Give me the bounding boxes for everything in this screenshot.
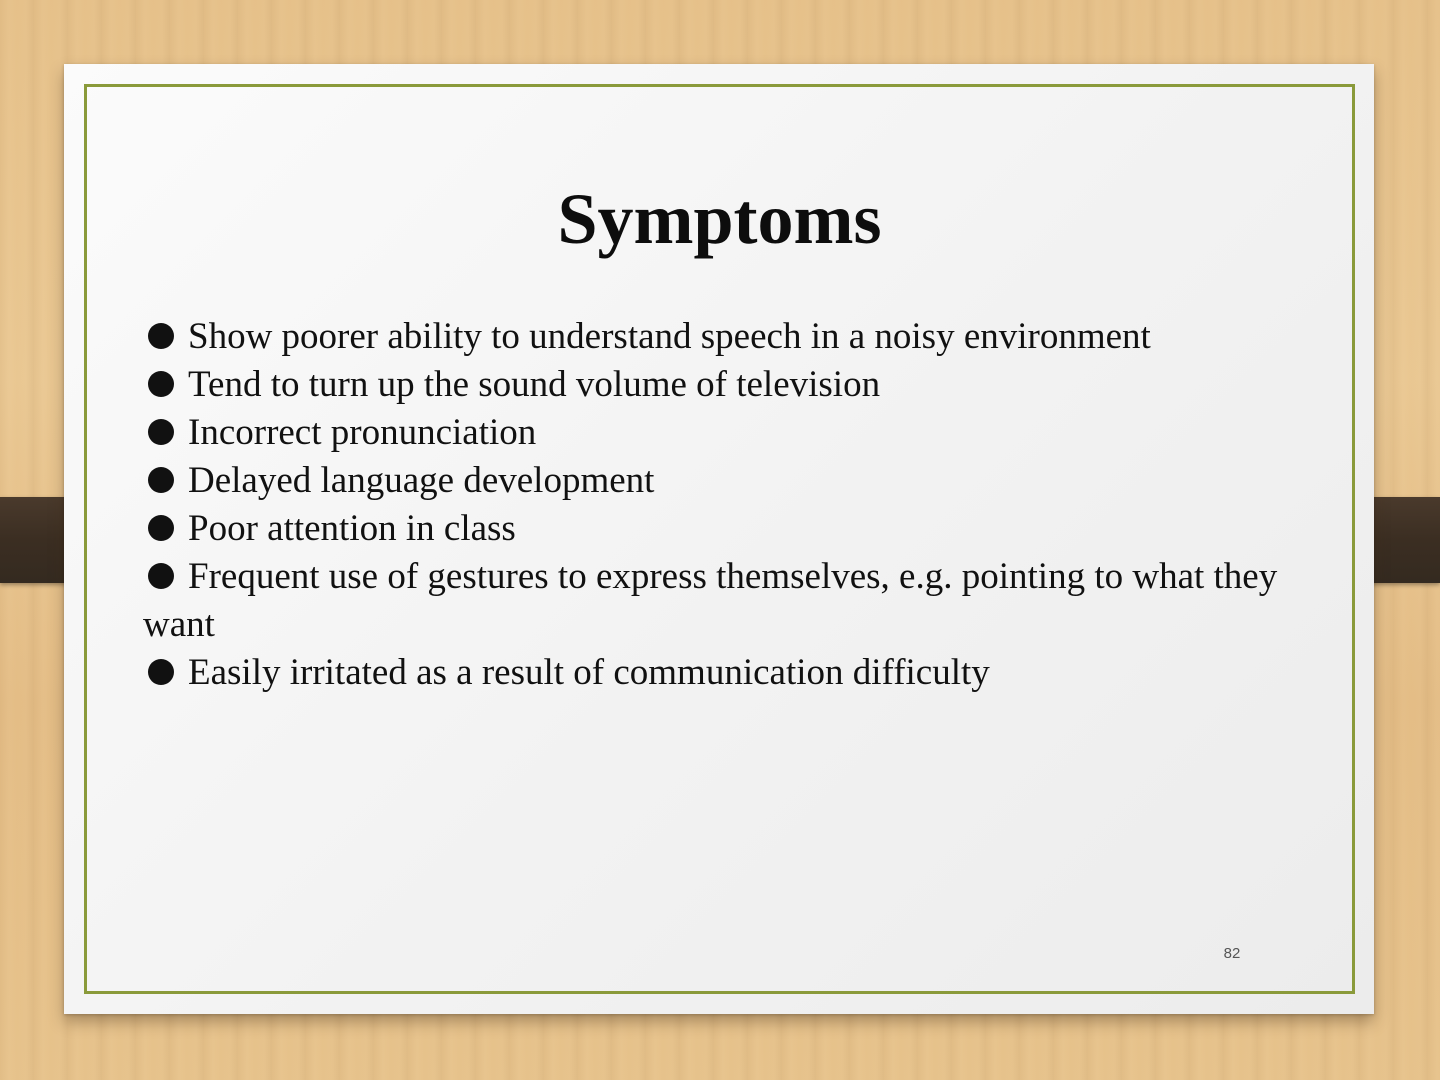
list-item: Easily irritated as a result of communic…: [143, 649, 1303, 697]
bullet-text: Show poorer ability to understand speech…: [188, 316, 1151, 357]
list-item: Incorrect pronunciation: [143, 409, 1303, 457]
bullet-icon: [148, 467, 174, 493]
bullet-icon: [148, 563, 174, 589]
bullet-text: Poor attention in class: [188, 508, 516, 549]
bullet-icon: [148, 419, 174, 445]
list-item: Show poorer ability to understand speech…: [143, 313, 1303, 361]
list-item: Tend to turn up the sound volume of tele…: [143, 361, 1303, 409]
bullet-text: Tend to turn up the sound volume of tele…: [188, 364, 881, 405]
bullet-icon: [148, 659, 174, 685]
bullet-text: Frequent use of gestures to express them…: [143, 556, 1278, 645]
bullet-text: Easily irritated as a result of communic…: [188, 652, 990, 693]
bullet-text: Incorrect pronunciation: [188, 412, 537, 453]
list-item: Poor attention in class: [143, 505, 1303, 553]
slide-frame: Symptoms Show poorer ability to understa…: [84, 84, 1355, 994]
list-item: Frequent use of gestures to express them…: [143, 553, 1303, 649]
bullet-icon: [148, 323, 174, 349]
page-number: 82: [1223, 945, 1241, 962]
bullet-icon: [148, 371, 174, 397]
bullet-icon: [148, 515, 174, 541]
bullet-list: Show poorer ability to understand speech…: [143, 313, 1303, 697]
slide-card: Symptoms Show poorer ability to understa…: [64, 64, 1374, 1014]
bullet-text: Delayed language development: [188, 460, 655, 501]
slide-title: Symptoms: [557, 179, 882, 259]
list-item: Delayed language development: [143, 457, 1303, 505]
